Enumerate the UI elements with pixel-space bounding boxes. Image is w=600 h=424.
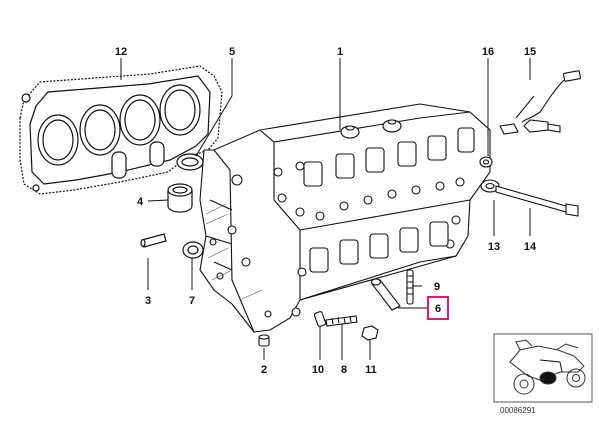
callout-6[interactable]: 6 — [435, 303, 441, 315]
leader-4 — [147, 199, 169, 202]
callout-5[interactable]: 5 — [229, 46, 235, 58]
callout-12[interactable]: 12 — [115, 46, 127, 58]
callout-14[interactable]: 14 — [524, 241, 537, 253]
sleeve-10[interactable] — [313, 311, 327, 327]
washer[interactable] — [479, 156, 493, 168]
callout-8[interactable]: 8 — [341, 364, 347, 376]
nut-11[interactable] — [361, 325, 379, 341]
seal-ring-small[interactable] — [182, 241, 204, 259]
callout-15[interactable]: 15 — [524, 46, 536, 58]
stud-8[interactable] — [325, 315, 358, 327]
callouts: 12 5 1 16 15 4 3 7 13 14 9 6 2 10 8 11 — [115, 46, 537, 376]
callout-9[interactable]: 9 — [434, 281, 440, 293]
callout-7[interactable]: 7 — [189, 295, 195, 307]
valve-guide-6[interactable] — [370, 278, 401, 311]
motorcycle-icon — [509, 339, 586, 395]
sleeve-2[interactable] — [258, 334, 270, 347]
dowel-pin[interactable] — [140, 233, 167, 248]
bushing-ring[interactable] — [167, 183, 193, 213]
seal-ring[interactable] — [176, 153, 204, 171]
head-bolt[interactable] — [480, 179, 579, 217]
callout-2[interactable]: 2 — [261, 364, 267, 376]
head-gasket[interactable] — [19, 65, 223, 195]
callout-4[interactable]: 4 — [137, 196, 144, 208]
callout-10[interactable]: 10 — [312, 364, 324, 376]
stud-bolt-9[interactable] — [406, 269, 414, 305]
callout-3[interactable]: 3 — [145, 295, 151, 307]
cylinder-head[interactable] — [199, 103, 491, 333]
leader-15b — [515, 95, 535, 119]
leader-5b — [195, 95, 233, 157]
highlight-box — [427, 296, 449, 320]
reference-number: 00086291 — [500, 406, 536, 415]
motorcycle-thumbnail[interactable] — [493, 333, 593, 403]
callout-13[interactable]: 13 — [488, 241, 500, 253]
oxygen-sensor[interactable] — [499, 70, 581, 135]
callout-16[interactable]: 16 — [482, 46, 494, 58]
callout-1[interactable]: 1 — [337, 46, 343, 58]
callout-11[interactable]: 11 — [365, 364, 377, 376]
